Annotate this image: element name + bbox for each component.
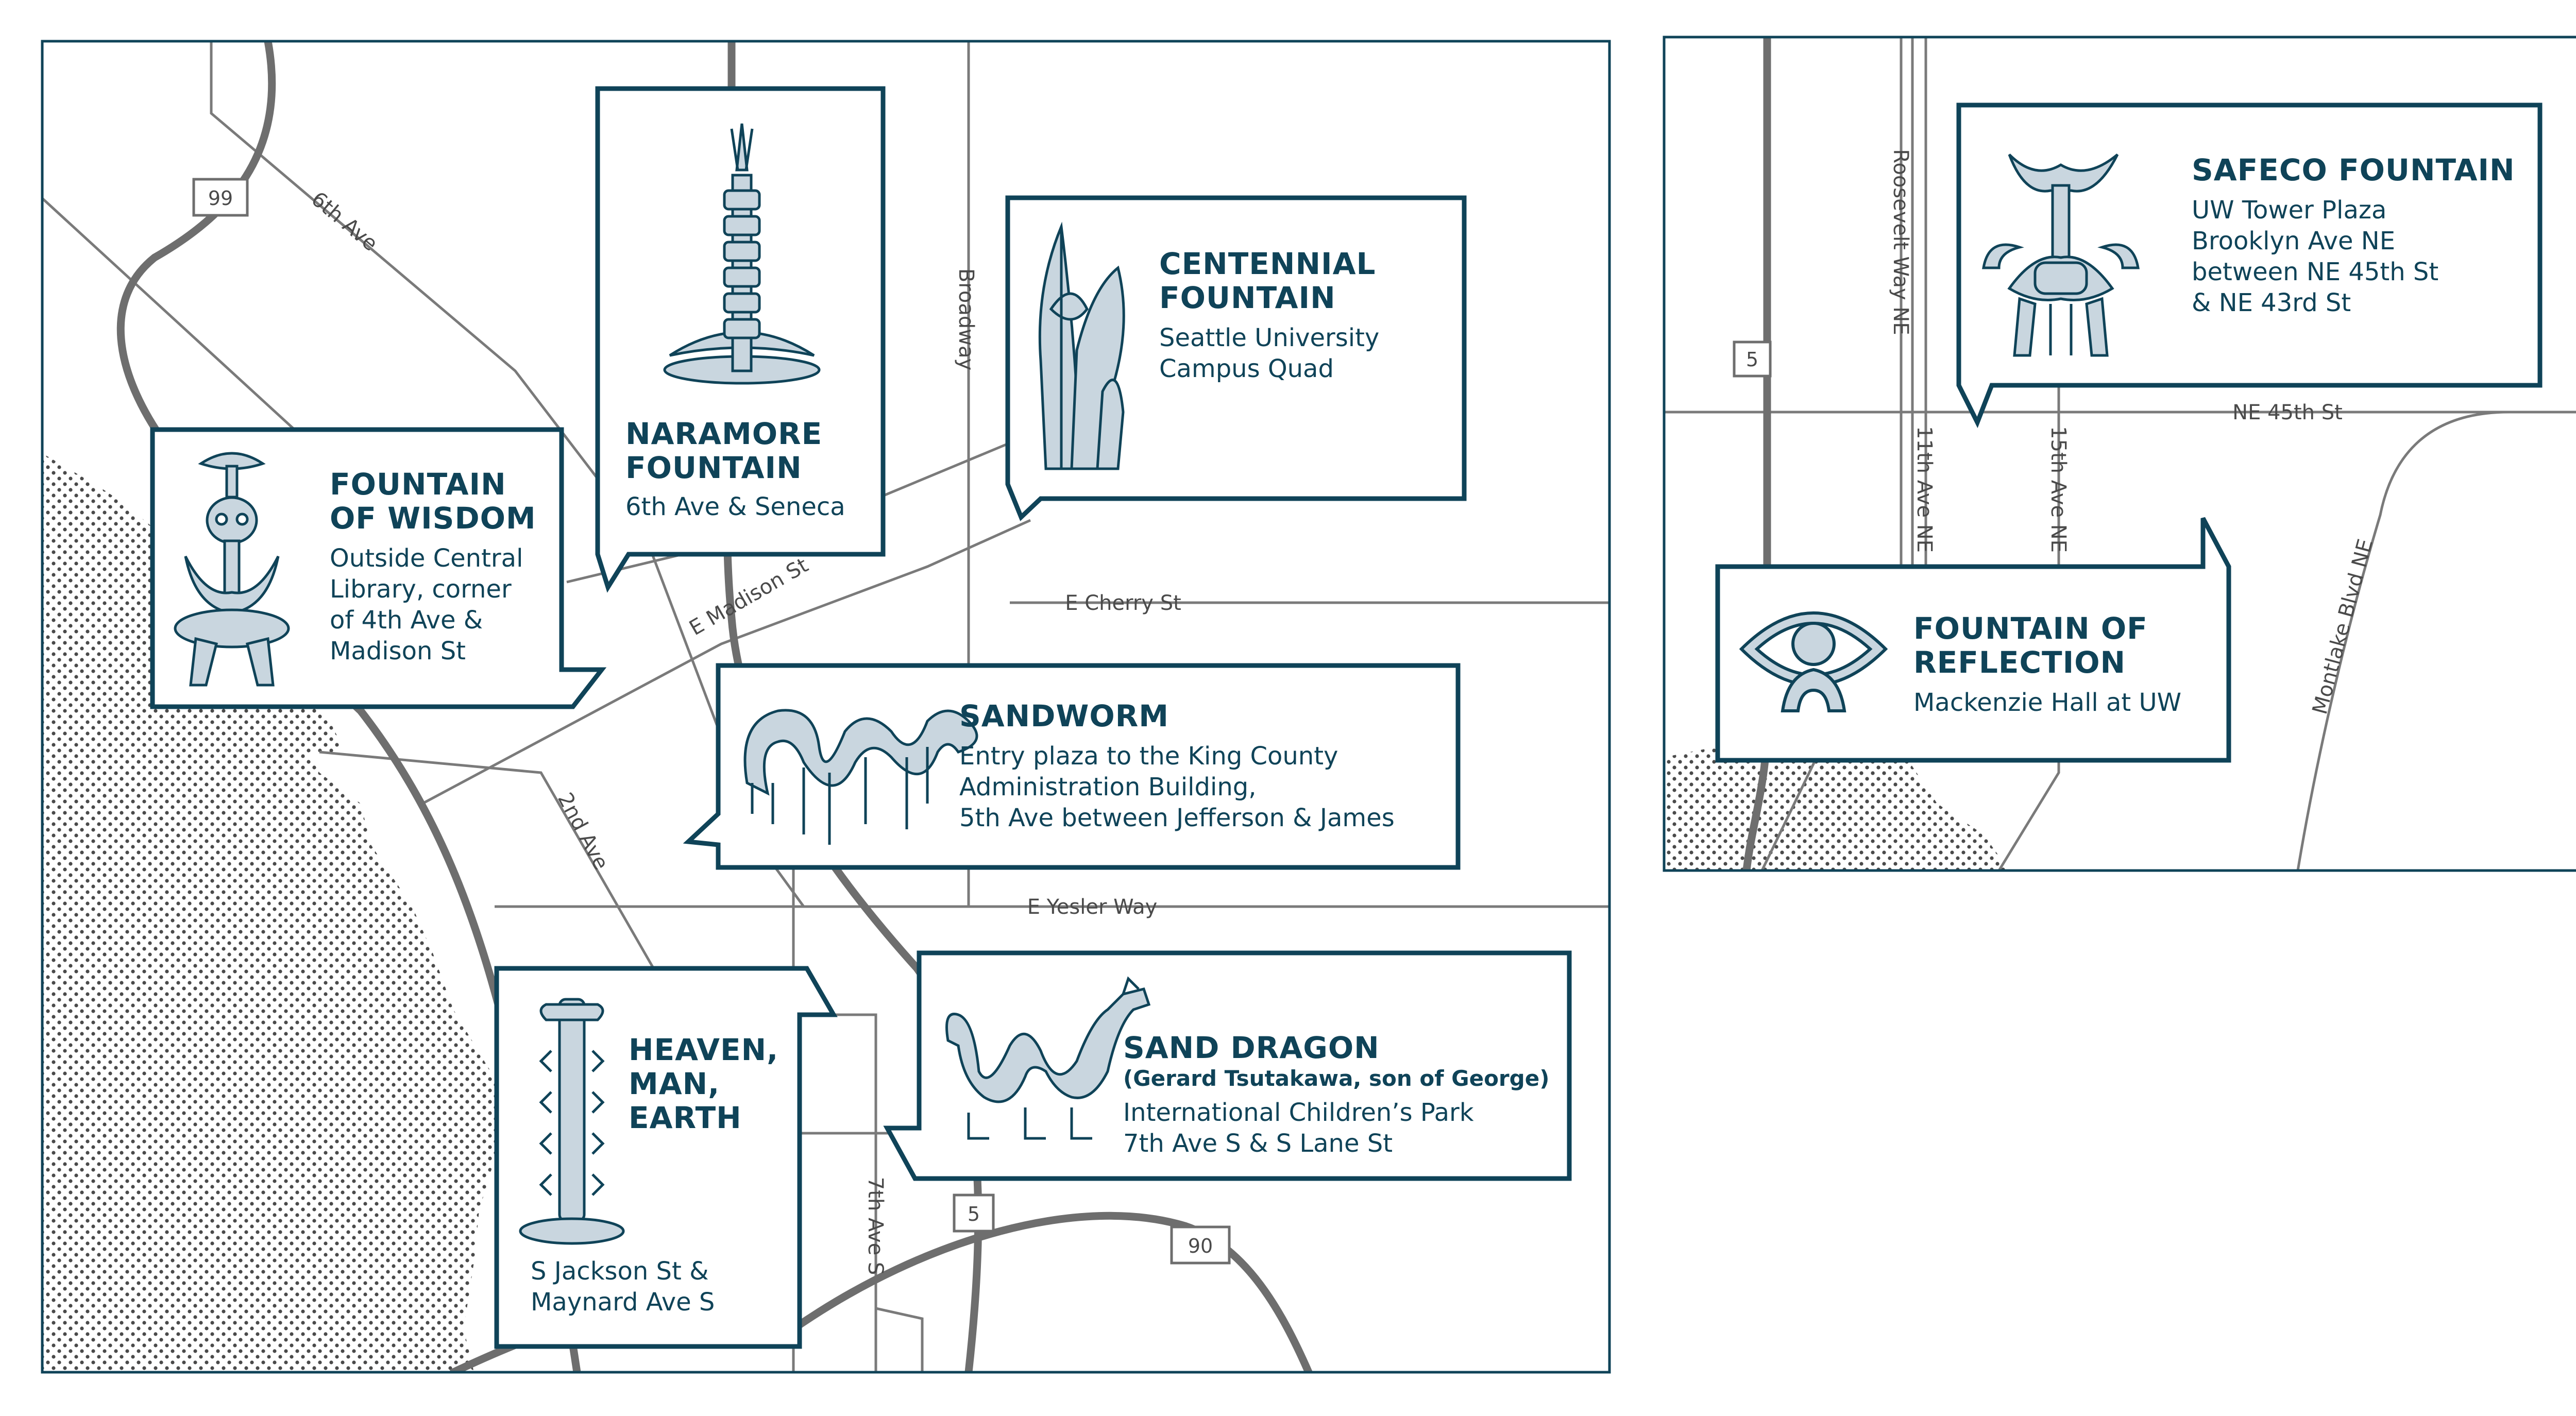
- naramore-title: NARAMORE: [625, 416, 822, 451]
- street-segment: [875, 1307, 924, 1372]
- callout-frame: [1715, 517, 2231, 763]
- callout-fountain-of-reflection[interactable]: FOUNTAIN OF REFLECTION Mackenzie Hall at…: [1715, 517, 2231, 763]
- wisdom-desc-2: Library, corner: [330, 575, 512, 604]
- centennial-title: CENTENNIAL: [1159, 246, 1376, 281]
- reflection-desc-1: Mackenzie Hall at UW: [1913, 688, 2181, 717]
- main-map-frame: [41, 40, 1611, 1374]
- svg-text:90: 90: [1188, 1235, 1213, 1257]
- sand-dragon-desc-2: 7th Ave S & S Lane St: [1123, 1129, 1393, 1158]
- wisdom-desc-4: Madison St: [330, 637, 466, 666]
- safeco-title: SAFECO FOUNTAIN: [2192, 152, 2515, 187]
- sandworm-desc-3: 5th Ave between Jefferson & James: [959, 804, 1395, 832]
- safeco-desc-3: between NE 45th St: [2192, 258, 2438, 286]
- naramore-address: 6th Ave & Seneca: [625, 492, 845, 521]
- safeco-desc-1: UW Tower Plaza: [2192, 196, 2386, 225]
- reflection-title-2: REFLECTION: [1913, 645, 2126, 680]
- heaven-title-2: MAN,: [629, 1066, 720, 1101]
- reflection-eye-icon: [1739, 611, 1888, 712]
- callout-frame: [883, 950, 1572, 1181]
- sand-dragon-title: SAND DRAGON: [1123, 1030, 1380, 1065]
- wisdom-title-2: OF WISDOM: [330, 501, 536, 536]
- centennial-fountain-icon: [1038, 221, 1125, 470]
- label-e-yesler: E Yesler Way: [1027, 895, 1158, 919]
- svg-text:5: 5: [968, 1203, 980, 1225]
- street-segment: [42, 197, 310, 444]
- svg-text:99: 99: [208, 187, 233, 210]
- heaven-desc-1: S Jackson St &: [531, 1257, 709, 1286]
- label-15th-ave: 15th Ave NE: [2046, 426, 2070, 553]
- street-e-madison: [421, 519, 1031, 805]
- heaven-man-earth-icon: [519, 998, 625, 1245]
- reflection-title: FOUNTAIN OF: [1913, 611, 2148, 646]
- centennial-desc-1: Seattle University: [1159, 323, 1379, 352]
- sand-dragon-desc-1: International Children’s Park: [1123, 1098, 1474, 1127]
- safeco-desc-2: Brooklyn Ave NE: [2192, 227, 2395, 255]
- heaven-desc-2: Maynard Ave S: [531, 1288, 715, 1317]
- callout-heaven-man-earth[interactable]: HEAVEN, MAN, EARTH S Jackson St & Maynar…: [494, 966, 838, 1349]
- highway-90-shield: 90: [1170, 1225, 1231, 1265]
- label-7th-ave-s: 7th Ave S: [863, 1177, 887, 1275]
- wisdom-title: FOUNTAIN: [330, 467, 506, 502]
- label-ne-45th: NE 45th St: [2232, 401, 2343, 424]
- centennial-title-2: FOUNTAIN: [1159, 280, 1336, 315]
- sand-dragon-icon: [945, 976, 1151, 1140]
- label-broadway: Broadway: [954, 268, 978, 370]
- callout-centennial-fountain[interactable]: CENTENNIAL FOUNTAIN Seattle University C…: [1005, 195, 1467, 521]
- sandworm-desc-1: Entry plaza to the King County: [959, 742, 1338, 771]
- svg-text:5: 5: [1746, 348, 1758, 371]
- callout-sandworm[interactable]: SANDWORM Entry plaza to the King County …: [683, 663, 1461, 870]
- wisdom-fountain-icon: [174, 452, 290, 687]
- sandworm-title: SANDWORM: [959, 698, 1169, 733]
- callout-frame: [683, 663, 1461, 870]
- highway-5-inset-shield: 5: [1733, 340, 1772, 378]
- safeco-fountain-icon: [1982, 153, 2140, 357]
- highway-90: [789, 1212, 1313, 1372]
- street-15th-ave: [1997, 361, 2060, 871]
- centennial-desc-2: Campus Quad: [1159, 354, 1334, 383]
- highway-99-shield: 99: [192, 178, 249, 217]
- label-roosevelt: Roosevelt Way NE: [1889, 149, 1912, 335]
- label-e-cherry: E Cherry St: [1065, 591, 1181, 615]
- sand-dragon-subtitle: (Gerard Tsutakawa, son of George): [1123, 1066, 1549, 1091]
- callout-sand-dragon[interactable]: SAND DRAGON (Gerard Tsutakawa, son of Ge…: [883, 950, 1572, 1181]
- safeco-desc-4: & NE 43rd St: [2192, 288, 2351, 317]
- highway-5-shield: 5: [953, 1193, 995, 1233]
- callout-fountain-of-wisdom[interactable]: FOUNTAIN OF WISDOM Outside Central Libra…: [150, 427, 607, 709]
- callout-naramore-fountain[interactable]: NARAMORE FOUNTAIN 6th Ave & Seneca: [595, 86, 886, 593]
- naramore-title-2: FOUNTAIN: [625, 450, 802, 485]
- street-montlake: [2296, 411, 2576, 871]
- inset-minor-streets: [1664, 37, 2576, 871]
- heaven-title: HEAVEN,: [629, 1032, 778, 1067]
- portage-bay-water: [1762, 742, 2009, 871]
- sandworm-desc-2: Administration Building,: [959, 773, 1256, 801]
- inset-map-frame: [1663, 36, 2576, 872]
- naramore-fountain-icon: [663, 123, 821, 385]
- wisdom-desc-1: Outside Central: [330, 544, 523, 573]
- label-11th-ave: 11th Ave NE: [1912, 426, 1936, 553]
- heaven-title-3: EARTH: [629, 1100, 742, 1135]
- callout-safeco-fountain[interactable]: SAFECO FOUNTAIN UW Tower Plaza Brooklyn …: [1956, 103, 2543, 429]
- wisdom-desc-3: of 4th Ave &: [330, 606, 483, 635]
- sandworm-icon: [743, 709, 978, 845]
